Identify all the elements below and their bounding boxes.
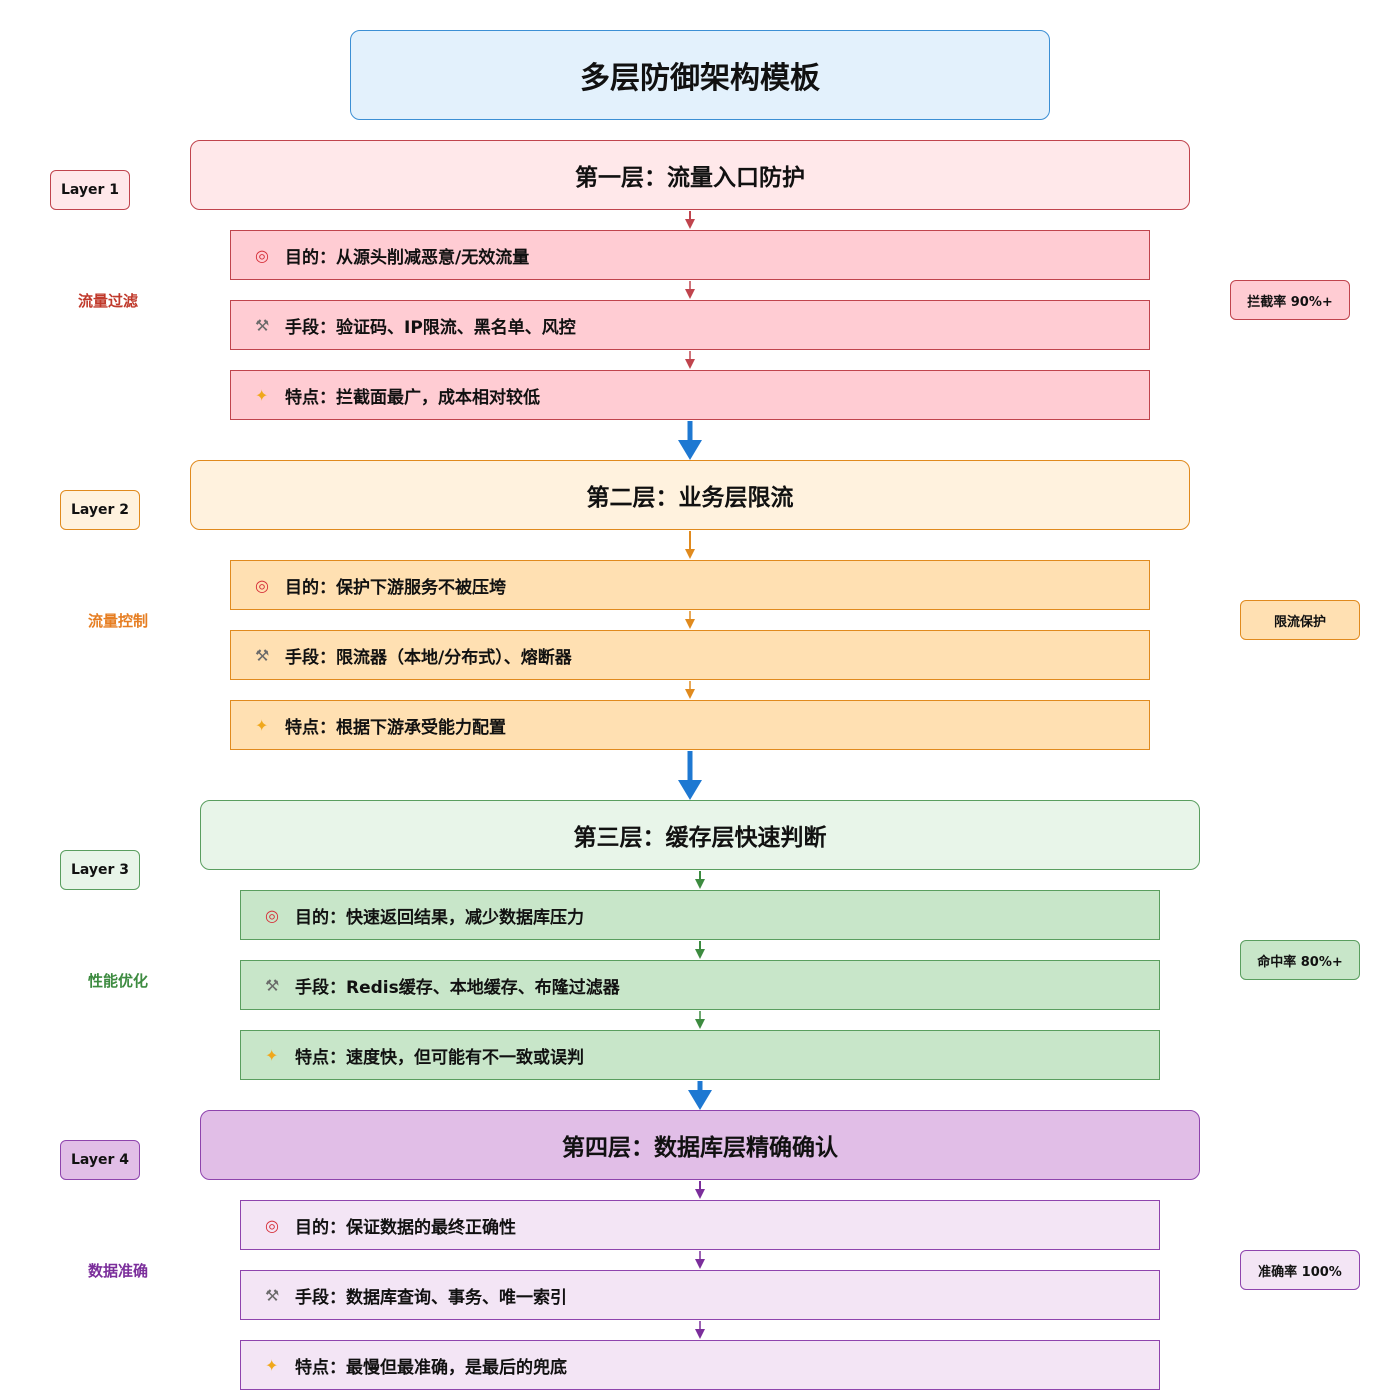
target-icon: ◎ <box>255 575 269 595</box>
tools-icon: ⚒ <box>265 975 280 995</box>
layer-1-header: 第一层：流量入口防护 <box>190 140 1190 210</box>
layer-4-tag: Layer 4 <box>60 1140 140 1180</box>
item-text: 手段：限流器（本地/分布式）、熔断器 <box>285 647 572 668</box>
sparkles-icon: ✦ <box>255 715 269 735</box>
tools-icon: ⚒ <box>255 315 270 335</box>
layer-3-method: ⚒ 手段：Redis缓存、本地缓存、布隆过滤器 <box>240 960 1160 1010</box>
layer-1-tag: Layer 1 <box>50 170 130 210</box>
layer-2-header: 第二层：业务层限流 <box>190 460 1190 530</box>
item-text: 特点：拦截面最广，成本相对较低 <box>285 387 540 408</box>
layer-3-feature: ✦ 特点：速度快，但可能有不一致或误判 <box>240 1030 1160 1080</box>
connector-l2-l3-head <box>678 780 702 800</box>
item-text: 特点：最慢但最准确，是最后的兜底 <box>295 1357 567 1378</box>
item-text: 目的：保护下游服务不被压垮 <box>285 577 506 598</box>
layer-1-side-label: 流量过滤 <box>78 292 139 310</box>
layer-2-purpose: ◎ 目的：保护下游服务不被压垮 <box>230 560 1150 610</box>
layer-2-badge: 限流保护 <box>1240 600 1360 640</box>
layer-3-purpose: ◎ 目的：快速返回结果，减少数据库压力 <box>240 890 1160 940</box>
layer-4-method: ⚒ 手段：数据库查询、事务、唯一索引 <box>240 1270 1160 1320</box>
layer-3-side-label: 性能优化 <box>88 972 149 990</box>
item-text: 目的：保证数据的最终正确性 <box>295 1217 516 1238</box>
sparkles-icon: ✦ <box>265 1355 279 1375</box>
layer-2-feature: ✦ 特点：根据下游承受能力配置 <box>230 700 1150 750</box>
item-text: 特点：根据下游承受能力配置 <box>285 717 506 738</box>
layer-2-method: ⚒ 手段：限流器（本地/分布式）、熔断器 <box>230 630 1150 680</box>
layer-4-feature: ✦ 特点：最慢但最准确，是最后的兜底 <box>240 1340 1160 1390</box>
layer-3-header: 第三层：缓存层快速判断 <box>200 800 1200 870</box>
sparkles-icon: ✦ <box>265 1045 279 1065</box>
layer-4-side-label: 数据准确 <box>88 1262 149 1280</box>
item-text: 手段：数据库查询、事务、唯一索引 <box>295 1287 567 1308</box>
layer-3-tag: Layer 3 <box>60 850 140 890</box>
layer-4-purpose: ◎ 目的：保证数据的最终正确性 <box>240 1200 1160 1250</box>
layer-1-badge: 拦截率 90%+ <box>1230 280 1350 320</box>
layer-4-header: 第四层：数据库层精确确认 <box>200 1110 1200 1180</box>
item-text: 手段：Redis缓存、本地缓存、布隆过滤器 <box>295 977 620 998</box>
layer-1-feature: ✦ 特点：拦截面最广，成本相对较低 <box>230 370 1150 420</box>
connector-l1-l2-head <box>678 440 702 460</box>
item-text: 手段：验证码、IP限流、黑名单、风控 <box>285 317 576 338</box>
target-icon: ◎ <box>265 905 279 925</box>
sparkles-icon: ✦ <box>255 385 269 405</box>
layer-4-badge: 准确率 100% <box>1240 1250 1360 1290</box>
connector-l3-l4-head <box>688 1090 712 1110</box>
layer-1-purpose: ◎ 目的：从源头削减恶意/无效流量 <box>230 230 1150 280</box>
tools-icon: ⚒ <box>255 645 270 665</box>
item-text: 特点：速度快，但可能有不一致或误判 <box>295 1047 584 1068</box>
target-icon: ◎ <box>255 245 269 265</box>
layer-1-method: ⚒ 手段：验证码、IP限流、黑名单、风控 <box>230 300 1150 350</box>
item-text: 目的：快速返回结果，减少数据库压力 <box>295 907 584 928</box>
diagram-title: 多层防御架构模板 <box>350 30 1050 120</box>
tools-icon: ⚒ <box>265 1285 280 1305</box>
layer-3-badge: 命中率 80%+ <box>1240 940 1360 980</box>
item-text: 目的：从源头削减恶意/无效流量 <box>285 247 530 268</box>
layer-2-tag: Layer 2 <box>60 490 140 530</box>
target-icon: ◎ <box>265 1215 279 1235</box>
layer-2-side-label: 流量控制 <box>88 612 149 630</box>
